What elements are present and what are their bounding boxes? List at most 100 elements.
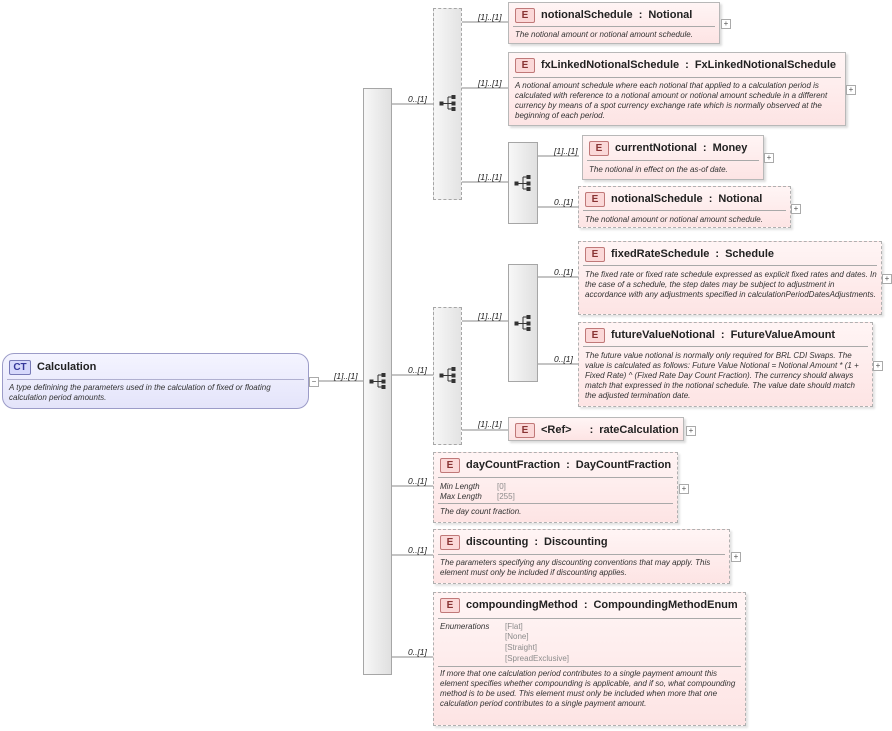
- element-name: notionalSchedule: [611, 193, 703, 205]
- element-ref-rate-calculation[interactable]: E <Ref>: rateCalculation: [508, 417, 684, 441]
- sequence-icon: [514, 175, 531, 191]
- type-separator: :: [720, 329, 725, 341]
- element-doc: The fixed rate or fixed rate schedule ex…: [585, 270, 877, 299]
- element-name: dayCountFraction: [466, 459, 561, 471]
- expand-icon[interactable]: +: [679, 484, 689, 494]
- element-doc: The notional in effect on the as-of date…: [589, 165, 728, 174]
- choice-icon: [439, 367, 456, 383]
- choice1-multiplicity: 0..[1]: [408, 94, 427, 104]
- type-separator: :: [638, 9, 643, 21]
- notional-schedule-multiplicity: [1]..[1]: [478, 12, 502, 22]
- enum-value: [Straight]: [505, 643, 538, 652]
- calculation-complex-type[interactable]: CT Calculation A type definining the par…: [2, 353, 309, 409]
- element-name: compoundingMethod: [466, 599, 578, 611]
- facet-value: [0]: [497, 482, 506, 491]
- type-separator: :: [589, 424, 594, 436]
- collapse-icon[interactable]: −: [309, 377, 319, 387]
- notional-schedule2-multiplicity: 0..[1]: [554, 197, 573, 207]
- ref-multiplicity: [1]..[1]: [478, 419, 502, 429]
- element-doc: The notional amount or notional amount s…: [515, 30, 693, 39]
- element-name: fxLinkedNotionalSchedule: [541, 59, 680, 71]
- element-doc: A notional amount schedule where each no…: [515, 81, 828, 120]
- type-separator: :: [715, 248, 720, 260]
- element-badge: E: [515, 422, 535, 438]
- facet-value: [255]: [497, 492, 515, 501]
- expand-icon[interactable]: +: [686, 426, 696, 436]
- element-type: Notional: [718, 193, 763, 205]
- element-name: notionalSchedule: [541, 9, 633, 21]
- expand-icon[interactable]: +: [764, 153, 774, 163]
- element-type: Money: [712, 142, 748, 154]
- expand-icon[interactable]: +: [873, 361, 883, 371]
- element-doc: If more that one calculation period cont…: [440, 669, 736, 708]
- sequence-compositor-current[interactable]: [508, 142, 538, 224]
- element-badge: E: [585, 191, 605, 207]
- facet-key: Max Length: [440, 492, 482, 501]
- element-badge: E: [585, 246, 605, 262]
- expand-icon[interactable]: +: [882, 274, 892, 284]
- element-type: CompoundingMethodEnum: [593, 599, 738, 611]
- element-type: Discounting: [544, 536, 608, 548]
- element-doc: The notional amount or notional amount s…: [585, 215, 763, 224]
- choice2-multiplicity: 0..[1]: [408, 365, 427, 375]
- element-type: FutureValueAmount: [730, 329, 836, 341]
- root-sequence-multiplicity: [1]..[1]: [334, 371, 358, 381]
- expand-icon[interactable]: +: [846, 85, 856, 95]
- element-badge: E: [440, 534, 460, 550]
- discounting-multiplicity: 0..[1]: [408, 545, 427, 555]
- element-doc: The parameters specifying any discountin…: [440, 558, 711, 577]
- fxlinked-multiplicity: [1]..[1]: [478, 78, 502, 88]
- type-separator: :: [583, 599, 588, 611]
- element-type: Schedule: [725, 248, 774, 260]
- type-separator: :: [534, 536, 538, 548]
- enum-value: [None]: [505, 632, 529, 641]
- sequence-icon: [514, 315, 531, 331]
- daycount-multiplicity: 0..[1]: [408, 476, 427, 486]
- future-value-multiplicity: 0..[1]: [554, 354, 573, 364]
- element-doc: The day count fraction.: [440, 507, 522, 516]
- type-separator: :: [702, 142, 707, 154]
- type-separator: :: [685, 59, 689, 71]
- enum-value: [Flat]: [505, 622, 523, 631]
- element-type: rateCalculation: [599, 424, 679, 436]
- expand-icon[interactable]: +: [721, 19, 731, 29]
- complex-type-badge: CT: [9, 359, 31, 375]
- facet-key: Min Length: [440, 482, 480, 491]
- element-name: <Ref>: [541, 424, 572, 436]
- element-badge: E: [515, 7, 535, 23]
- type-separator: :: [566, 459, 570, 471]
- expand-icon[interactable]: +: [791, 204, 801, 214]
- element-badge: E: [515, 57, 535, 73]
- element-type: FxLinkedNotionalSchedule: [694, 59, 836, 71]
- expand-icon[interactable]: +: [731, 552, 741, 562]
- element-name: fixedRateSchedule: [611, 248, 710, 260]
- element-name: discounting: [466, 536, 529, 548]
- fixed-rate-multiplicity: 0..[1]: [554, 267, 573, 277]
- choice-icon: [439, 95, 456, 111]
- element-name: currentNotional: [615, 142, 697, 154]
- seq-current-multiplicity: [1]..[1]: [478, 172, 502, 182]
- enum-value: [SpreadExclusive]: [505, 654, 570, 663]
- element-doc: The future value notional is normally on…: [585, 351, 859, 400]
- element-badge: E: [589, 140, 609, 156]
- current-notional-multiplicity: [1]..[1]: [554, 146, 578, 156]
- complex-type-name: Calculation: [37, 361, 97, 373]
- complex-type-doc: A type definining the parameters used in…: [9, 383, 271, 402]
- element-type: DayCountFraction: [575, 459, 672, 471]
- element-name: futureValueNotional: [611, 329, 715, 341]
- enumerations-label: Enumerations: [440, 622, 490, 631]
- element-badge: E: [440, 457, 460, 473]
- choice-compositor-notional[interactable]: [433, 8, 462, 200]
- element-type: Notional: [648, 9, 693, 21]
- sequence-icon: [369, 373, 386, 389]
